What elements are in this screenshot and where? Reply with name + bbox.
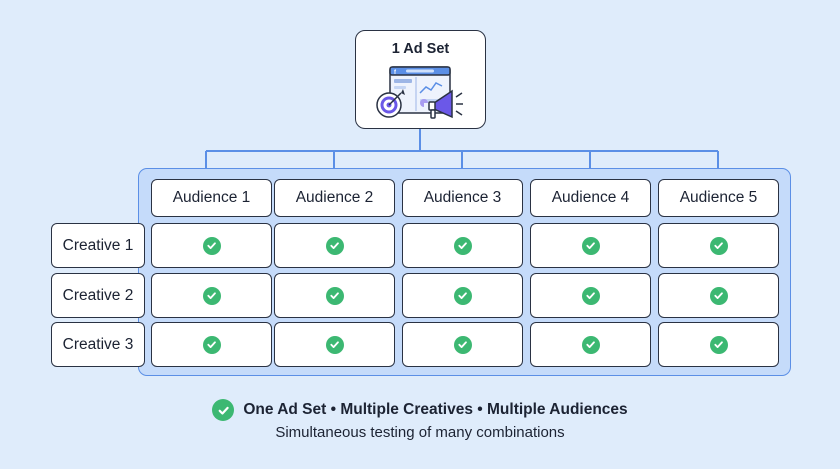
check-icon xyxy=(581,335,600,354)
ad-set-card: 1 Ad Set f xyxy=(355,30,486,129)
combination-cell xyxy=(151,322,272,367)
combination-cell xyxy=(530,223,651,268)
check-icon xyxy=(453,335,472,354)
check-icon xyxy=(581,286,600,305)
audience-header-5: Audience 5 xyxy=(658,179,779,217)
check-icon xyxy=(212,399,235,421)
check-icon xyxy=(202,236,221,255)
audience-label: Audience 2 xyxy=(295,189,374,206)
combination-cell xyxy=(274,273,395,318)
check-icon xyxy=(325,236,344,255)
check-icon xyxy=(202,335,221,354)
audience-label: Audience 3 xyxy=(423,189,502,206)
creative-header-3: Creative 3 xyxy=(51,322,145,367)
svg-text:f: f xyxy=(394,70,397,76)
combination-cell xyxy=(151,223,272,268)
combination-cell xyxy=(151,273,272,318)
combination-cell xyxy=(658,223,779,268)
footer-subtitle: Simultaneous testing of many combination… xyxy=(275,424,565,441)
combination-cell xyxy=(658,322,779,367)
combination-cell xyxy=(530,273,651,318)
creative-header-1: Creative 1 xyxy=(51,223,145,268)
audience-header-1: Audience 1 xyxy=(151,179,272,217)
combination-cell xyxy=(402,273,523,318)
megaphone-icon xyxy=(428,89,463,119)
check-icon xyxy=(453,286,472,305)
footer-summary: One Ad Set • Multiple Creatives • Multip… xyxy=(0,399,840,421)
check-icon xyxy=(709,236,728,255)
audience-header-3: Audience 3 xyxy=(402,179,523,217)
combination-cell xyxy=(658,273,779,318)
audience-label: Audience 5 xyxy=(679,189,758,206)
combination-cell xyxy=(402,322,523,367)
check-icon xyxy=(581,236,600,255)
combination-cell xyxy=(530,322,651,367)
combination-cell xyxy=(274,322,395,367)
target-icon xyxy=(376,89,405,118)
audience-label: Audience 1 xyxy=(172,189,251,206)
creative-label: Creative 3 xyxy=(62,335,134,353)
check-icon xyxy=(325,335,344,354)
audience-header-4: Audience 4 xyxy=(530,179,651,217)
audience-header-2: Audience 2 xyxy=(274,179,395,217)
check-icon xyxy=(325,286,344,305)
check-icon xyxy=(709,335,728,354)
ad-campaign-illustration: f xyxy=(376,66,463,119)
footer-title: One Ad Set • Multiple Creatives • Multip… xyxy=(243,401,628,418)
audience-label: Audience 4 xyxy=(551,189,630,206)
check-icon xyxy=(709,286,728,305)
ad-set-title: 1 Ad Set xyxy=(391,41,450,57)
check-icon xyxy=(202,286,221,305)
creative-label: Creative 2 xyxy=(62,286,134,304)
creative-header-2: Creative 2 xyxy=(51,273,145,318)
combination-cell xyxy=(402,223,523,268)
check-icon xyxy=(453,236,472,255)
creative-label: Creative 1 xyxy=(62,236,134,254)
combination-cell xyxy=(274,223,395,268)
